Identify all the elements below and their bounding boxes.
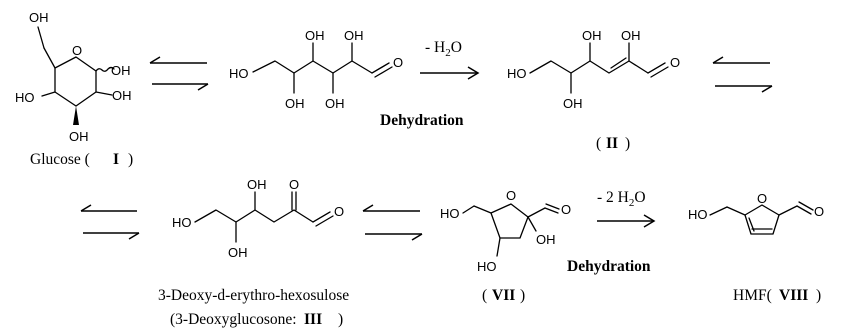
- atom-oh: OH: [112, 88, 132, 103]
- dehydration-arrow-1: - H2O: [420, 39, 480, 80]
- compound-III-alias: (3-Deoxyglucosone:: [170, 311, 297, 328]
- compound-number-VIII: VIII: [779, 287, 808, 304]
- glucose-caption: Glucose (: [30, 151, 90, 168]
- caption-open-paren: (: [482, 287, 487, 304]
- atom-o: O: [506, 188, 516, 203]
- caption-close-paren: ): [128, 151, 133, 168]
- atom-ho: HO: [688, 207, 708, 222]
- atom-oh: OH: [111, 63, 131, 78]
- atom-oh: OH: [305, 28, 325, 43]
- atom-oh: OH: [29, 10, 49, 25]
- compound-III-name: 3-Deoxy-d-erythro-hexosulose: [158, 287, 349, 304]
- atom-o: O: [814, 204, 824, 219]
- equilibrium-arrow: [712, 56, 773, 93]
- dehydration-label: Dehydration: [380, 112, 464, 129]
- equilibrium-arrow: [149, 56, 209, 91]
- atom-oh: OH: [228, 245, 248, 260]
- atom-o: O: [393, 55, 403, 70]
- atom-oh: OH: [344, 28, 364, 43]
- hmf-caption: HMF(: [733, 287, 772, 304]
- compound-number-II: II: [606, 135, 618, 152]
- compound-number-III: III: [304, 311, 322, 328]
- caption-close-paren: ): [625, 135, 630, 152]
- atom-ho: HO: [440, 206, 460, 221]
- atom-oh: OH: [536, 232, 556, 247]
- compound-II-structure: HO OH OH OH O: [507, 28, 680, 111]
- atom-oh: OH: [325, 96, 345, 111]
- compound-VII-structure: HO O O OH HO: [440, 188, 571, 274]
- atom-o: O: [757, 191, 767, 206]
- compound-III-structure: HO OH O OH O: [172, 177, 344, 260]
- atom-oh: OH: [247, 177, 267, 192]
- atom-oh: OH: [285, 96, 305, 111]
- atom-o: O: [670, 55, 680, 70]
- reagent-minus-two-water: - 2 H2O: [597, 189, 646, 209]
- atom-oh: OH: [563, 96, 583, 111]
- caption-open-paren: (: [596, 135, 601, 152]
- caption-close-paren: ): [520, 287, 525, 304]
- atom-oh: OH: [582, 28, 602, 43]
- atom-o: O: [72, 43, 82, 58]
- atom-o: O: [561, 202, 571, 217]
- atom-ho: HO: [172, 215, 192, 230]
- atom-ho: HO: [15, 90, 35, 105]
- caption-close-paren: ): [338, 311, 343, 328]
- atom-ho: HO: [229, 66, 249, 81]
- atom-o: O: [289, 177, 299, 192]
- atom-oh: OH: [621, 28, 641, 43]
- equilibrium-arrow: [362, 204, 423, 241]
- atom-ho: HO: [477, 259, 497, 274]
- dehydration-arrow-2: - 2 H2O: [597, 189, 656, 228]
- reagent-minus-water: - H2O: [425, 39, 462, 59]
- caption-close-paren: ): [816, 287, 821, 304]
- hmf-structure: HO O O: [688, 191, 824, 235]
- compound-number-I: I: [113, 151, 119, 168]
- glucose-structure: OH O OH OH HO OH: [15, 10, 132, 144]
- atom-ho: HO: [507, 66, 527, 81]
- compound-number-VII: VII: [492, 287, 515, 304]
- equilibrium-arrow: [80, 204, 140, 240]
- atom-oh: OH: [69, 129, 89, 144]
- atom-o: O: [334, 204, 344, 219]
- dehydration-label: Dehydration: [567, 258, 651, 275]
- open-chain-glucose: HO OH OH OH OH O: [229, 28, 403, 111]
